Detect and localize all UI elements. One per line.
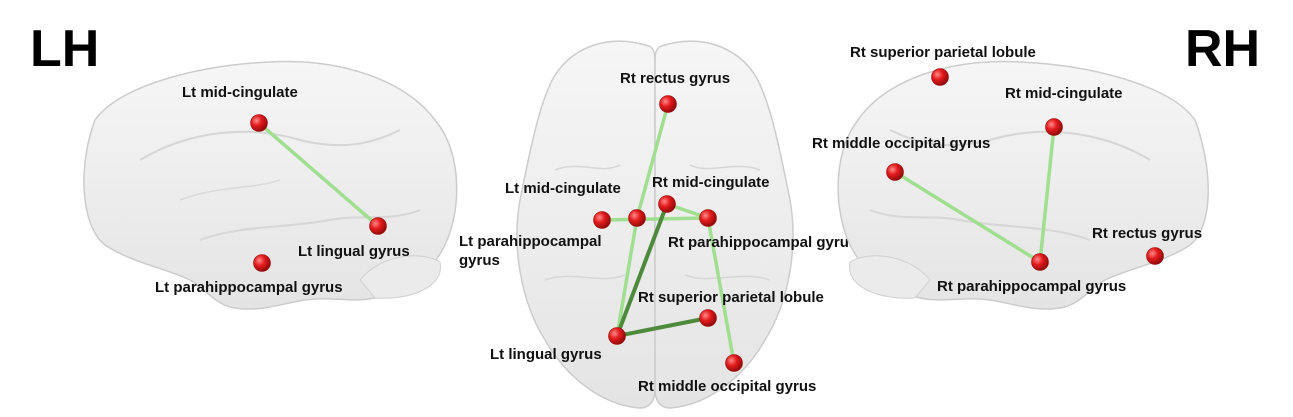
left-edges xyxy=(257,121,380,228)
right-edges xyxy=(893,125,1056,264)
top-brain-right-half xyxy=(654,40,794,409)
region-node xyxy=(608,327,626,345)
top-brain-fold xyxy=(554,164,621,171)
region-label: Rt superior parietal lobule xyxy=(638,289,824,306)
connection-edge xyxy=(615,202,669,338)
region-node xyxy=(250,114,268,132)
region-label: Rt mid-cingulate xyxy=(1005,85,1123,102)
region-label: Lt lingual gyrus xyxy=(298,243,410,260)
region-label: Lt parahippocampal gyrus xyxy=(155,279,343,296)
right-nodes: Rt superior parietal lobule Rt mid-cingul… xyxy=(812,44,1202,295)
region-label: Rt middle occipital gyrus xyxy=(638,378,816,395)
top-brain-fold xyxy=(689,164,761,171)
region-node xyxy=(628,209,646,227)
right-hemisphere-view: Rt superior parietal lobule Rt mid-cingul… xyxy=(812,20,1260,310)
region-label: Rt rectus gyrus xyxy=(1092,225,1202,242)
connection-edge xyxy=(600,216,710,222)
right-brain-cerebellum xyxy=(849,255,931,299)
region-node xyxy=(699,209,717,227)
connection-edge xyxy=(893,170,1042,264)
region-node xyxy=(931,68,949,86)
region-node xyxy=(1146,247,1164,265)
connection-edge xyxy=(257,121,380,228)
left-hemisphere-label: LH xyxy=(30,20,99,78)
region-node xyxy=(658,195,676,213)
region-node xyxy=(593,211,611,229)
region-node xyxy=(369,217,387,235)
region-node xyxy=(1031,253,1049,271)
region-label: Rt mid-cingulate xyxy=(652,174,770,191)
region-label: Rt parahippocampal gyrus xyxy=(668,234,857,251)
left-brain-fold xyxy=(179,179,281,201)
region-label: Rt superior parietal lobule xyxy=(850,44,1036,61)
connection-edge xyxy=(615,316,710,338)
region-node xyxy=(1045,118,1063,136)
connection-edge xyxy=(635,102,670,220)
left-brain-fold xyxy=(139,129,401,161)
connection-edge xyxy=(1038,125,1056,264)
left-nodes: Lt mid-cingulate Lt lingual gyrus Lt parah… xyxy=(155,84,410,296)
top-brain-fold xyxy=(684,274,771,281)
region-label: Lt mid-cingulate xyxy=(505,180,621,197)
region-label: Lt mid-cingulate xyxy=(182,84,298,101)
region-node xyxy=(725,354,743,372)
right-brain-fold xyxy=(869,209,1091,241)
region-node xyxy=(886,163,904,181)
connection-edge xyxy=(706,216,736,365)
top-edges xyxy=(600,102,736,365)
top-nodes: Rt rectus gyrus Lt mid-cingulate Rt mid-ci… xyxy=(459,70,857,395)
region-label: Rt middle occipital gyrus xyxy=(812,135,990,152)
left-hemisphere-view: Lt mid-cingulate Lt lingual gyrus Lt parah… xyxy=(30,20,458,310)
right-hemisphere-label: RH xyxy=(1185,20,1260,78)
region-label: Rt rectus gyrus xyxy=(620,70,730,87)
region-node xyxy=(699,309,717,327)
region-label: Lt lingual gyrus xyxy=(490,346,602,363)
region-node xyxy=(253,254,271,272)
region-label: Rt parahippocampal gyrus xyxy=(937,278,1126,295)
right-brain-fold xyxy=(889,129,1151,161)
connection-edge xyxy=(615,216,639,338)
top-brain-fold xyxy=(544,274,626,281)
top-view: Rt rectus gyrus Lt mid-cingulate Rt mid-ci… xyxy=(459,40,857,409)
left-brain-cerebellum xyxy=(359,255,441,299)
left-brain-fold xyxy=(199,209,421,241)
region-node xyxy=(659,95,677,113)
